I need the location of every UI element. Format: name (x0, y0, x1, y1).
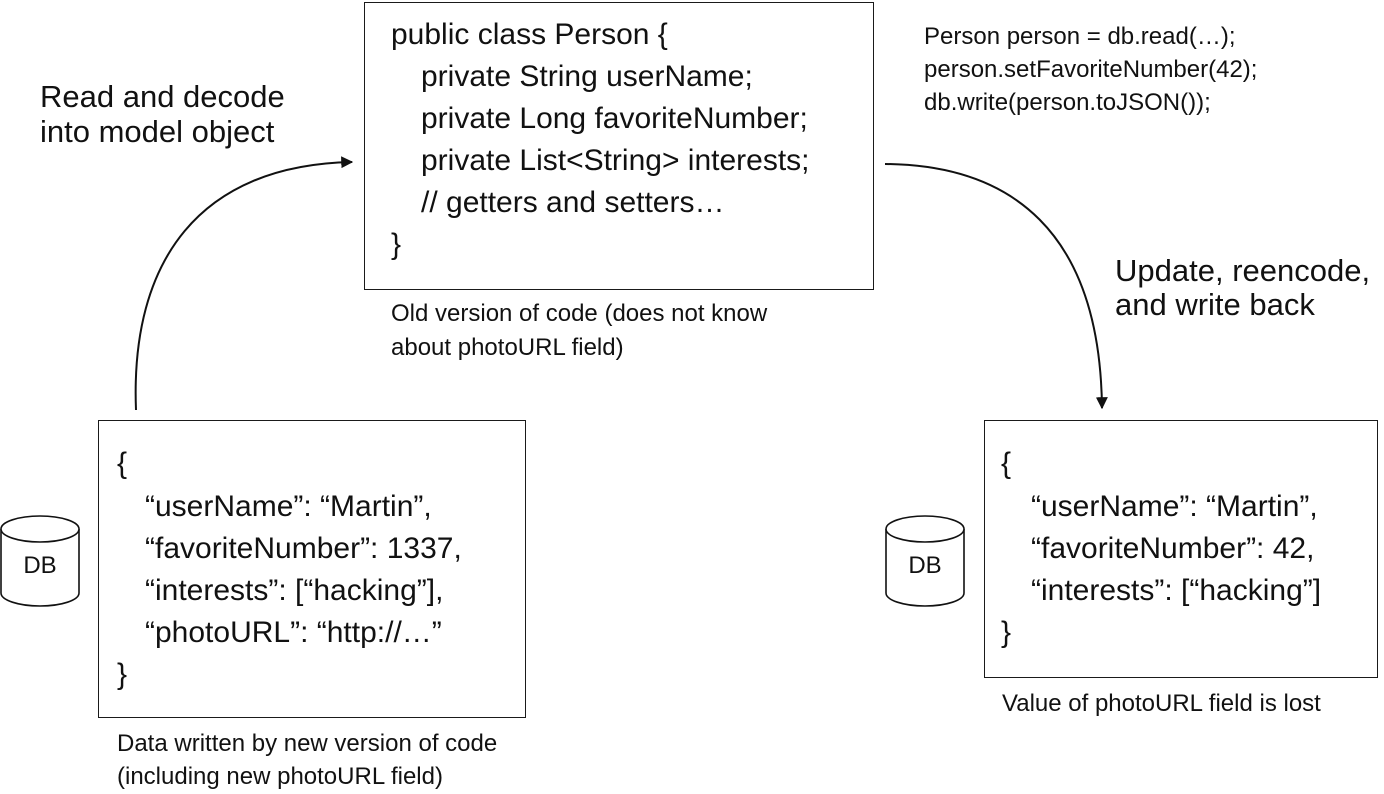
json-line: { (117, 447, 128, 480)
json-line: “favoriteNumber”: 42, (1031, 532, 1315, 565)
class-definition-box: public class Person { private String use… (364, 2, 874, 290)
update-code-line: db.write(person.toJSON()); (924, 89, 1211, 116)
update-code-line: person.setFavoriteNumber(42); (924, 56, 1258, 83)
update-label-line: Update, reencode, (1115, 253, 1371, 288)
db-label: DB (908, 552, 942, 579)
json-line: } (117, 658, 128, 691)
class-line: private Long favoriteNumber; (421, 102, 808, 135)
json-line: “photoURL”: “http://…” (145, 616, 442, 649)
database-icon (0, 515, 80, 607)
update-code-line: Person person = db.read(…); (924, 23, 1236, 50)
json-line: “interests”: [“hacking”], (145, 574, 444, 607)
read-label-line: Read and decode (40, 79, 285, 114)
class-caption-line: Old version of code (does not know (391, 300, 768, 327)
json-line: “interests”: [“hacking”] (1031, 574, 1322, 607)
update-label-line: and write back (1115, 287, 1315, 322)
class-line: private String userName; (421, 60, 753, 93)
right-db-cylinder: DB (885, 515, 965, 607)
left-json-box: { “userName”: “Martin”, “favoriteNumber”… (98, 420, 526, 718)
left-caption-line: Data written by new version of code (117, 730, 498, 757)
left-db-cylinder: DB (0, 515, 80, 607)
json-line: “favoriteNumber”: 1337, (145, 532, 462, 565)
right-caption-line: Value of photoURL field is lost (1002, 690, 1321, 717)
json-line: “userName”: “Martin”, (145, 490, 432, 523)
right-json-box: { “userName”: “Martin”, “favoriteNumber”… (984, 420, 1378, 678)
class-caption-line: about photoURL field) (391, 334, 624, 361)
class-line: // getters and setters… (421, 186, 725, 219)
write-arrow (884, 163, 1108, 410)
db-label: DB (23, 552, 57, 579)
json-line: “userName”: “Martin”, (1031, 490, 1318, 523)
class-line: } (391, 228, 402, 261)
database-icon (885, 515, 965, 607)
json-line: } (1001, 616, 1012, 649)
left-caption-line: (including new photoURL field) (117, 763, 443, 790)
json-line: { (1001, 447, 1012, 480)
read-label-line: into model object (40, 114, 275, 149)
class-line: public class Person { (391, 18, 668, 51)
read-arrow (134, 156, 354, 411)
class-line: private List<String> interests; (421, 144, 810, 177)
